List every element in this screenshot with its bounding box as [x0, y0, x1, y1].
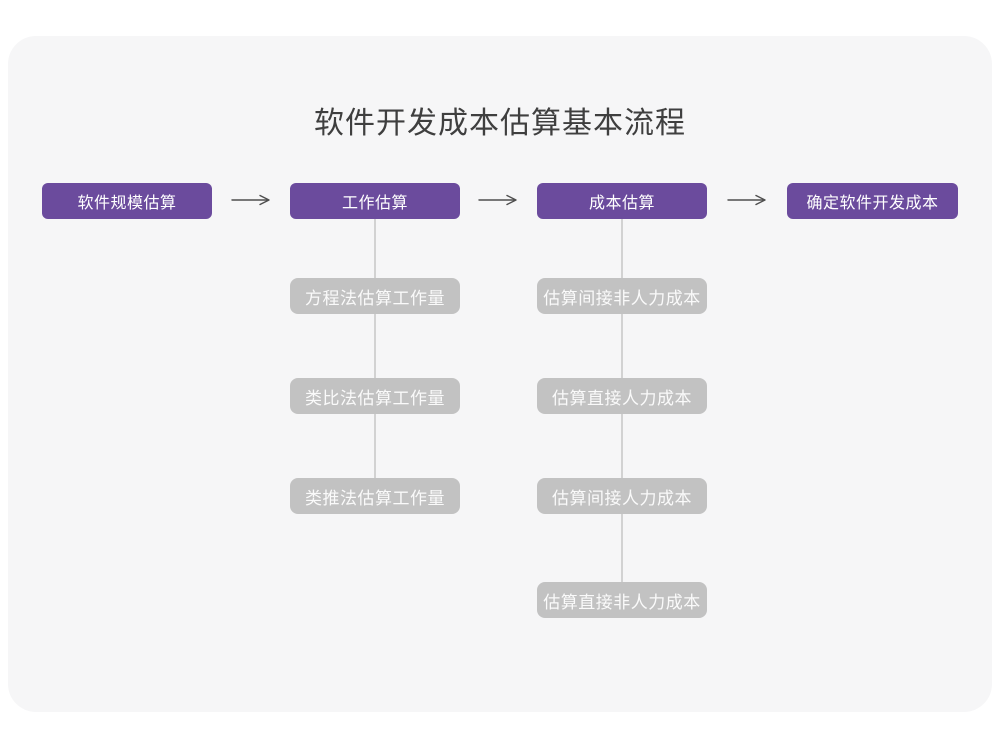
flow-step-label: 软件规模估算	[77, 195, 177, 212]
sub-node-label: 估算直接人力成本	[552, 388, 692, 408]
node-equation-method-workload: 方程法估算工作量	[290, 278, 460, 314]
sub-node-label: 估算间接人力成本	[552, 488, 692, 508]
node-analogy-method-workload: 类比法估算工作量	[290, 378, 460, 414]
flow-step-work-estimation: 工作估算	[290, 183, 460, 219]
node-direct-non-labor-cost: 估算直接非人力成本	[537, 582, 707, 618]
diagram-card: 软件开发成本估算基本流程 软件规模估算 工作估算 成本估算	[8, 36, 992, 712]
flow-step-label: 成本估算	[588, 195, 655, 212]
sub-node-label: 类比法估算工作量	[305, 388, 445, 408]
sub-node-label: 估算间接非人力成本	[543, 288, 701, 308]
page-title: 软件开发成本估算基本流程	[314, 107, 686, 140]
flow-step-determine-software-dev-cost: 确定软件开发成本	[787, 183, 958, 219]
node-direct-labor-cost: 估算直接人力成本	[537, 378, 707, 414]
flow-step-label: 确定软件开发成本	[806, 195, 939, 212]
node-indirect-labor-cost: 估算间接人力成本	[537, 478, 707, 514]
flow-step-software-scale-estimation: 软件规模估算	[42, 183, 212, 219]
right-arrow-icon	[478, 194, 518, 206]
flow-step-cost-estimation: 成本估算	[537, 183, 707, 219]
sub-node-label: 估算直接非人力成本	[543, 592, 701, 612]
sub-node-label: 类推法估算工作量	[305, 488, 445, 508]
work-column-connector-line	[374, 219, 376, 489]
right-arrow-icon	[231, 194, 271, 206]
sub-node-label: 方程法估算工作量	[305, 288, 445, 308]
node-extrapolation-method-workload: 类推法估算工作量	[290, 478, 460, 514]
node-indirect-non-labor-cost: 估算间接非人力成本	[537, 278, 707, 314]
flow-step-label: 工作估算	[341, 195, 408, 212]
right-arrow-icon	[727, 194, 767, 206]
